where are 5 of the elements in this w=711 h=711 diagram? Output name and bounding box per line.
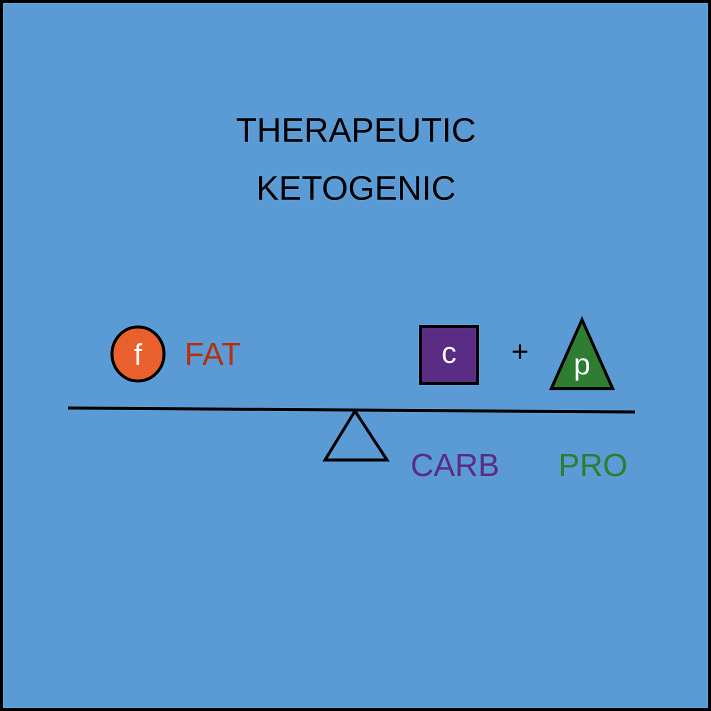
nutrient-label: PRO bbox=[560, 454, 626, 476]
plus-sign: + bbox=[512, 344, 528, 360]
nutrient-label: CARB bbox=[412, 454, 498, 476]
nutrient-label: FAT bbox=[187, 343, 240, 365]
title: THERAPEUTIC KETOGENIC bbox=[236, 118, 475, 200]
